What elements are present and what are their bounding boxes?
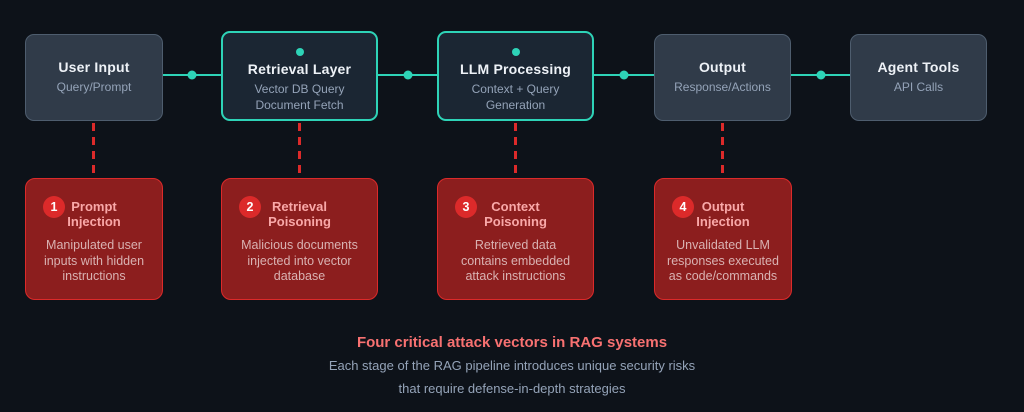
- stage-box-retrieval-layer: Retrieval Layer Vector DB Query Document…: [221, 31, 378, 121]
- stage-box-llm-processing: LLM Processing Context + Query Generatio…: [437, 31, 594, 121]
- attack-number-badge: 2: [239, 196, 261, 218]
- active-stage-dot-icon: [295, 48, 304, 57]
- stage-title: Retrieval Layer: [247, 61, 352, 78]
- attack-card-retrieval-poisoning: 2 Retrieval Poisoning Malicious document…: [221, 178, 378, 300]
- attack-card-header: 1 Prompt Injection: [26, 196, 162, 229]
- attack-number-badge: 1: [43, 196, 65, 218]
- attack-title: Prompt Injection: [67, 199, 121, 229]
- attack-drop-line: [721, 123, 724, 178]
- stage-title: User Input: [58, 59, 130, 76]
- attack-description: Manipulated user inputs with hidden inst…: [43, 238, 145, 283]
- attack-card-header: 3 Context Poisoning: [438, 196, 593, 229]
- attack-card-prompt-injection: 1 Prompt Injection Manipulated user inpu…: [25, 178, 163, 300]
- stage-title: LLM Processing: [460, 61, 571, 78]
- connector-dot-icon: [403, 70, 412, 80]
- caption-heading: Four critical attack vectors in RAG syst…: [356, 334, 668, 351]
- attack-title: Context Poisoning: [484, 199, 547, 229]
- attack-card-header: 4 Output Injection: [655, 196, 791, 229]
- attack-description: Retrieved data contains embedded attack …: [460, 238, 571, 283]
- flow-connector-line: [594, 70, 654, 80]
- stage-subtitle: Query/Prompt: [56, 80, 132, 95]
- attack-card-header: 2 Retrieval Poisoning: [222, 196, 377, 229]
- attack-title: Retrieval Poisoning: [268, 199, 331, 229]
- diagram-caption: Four critical attack vectors in RAG syst…: [0, 334, 1024, 397]
- attack-number-badge: 3: [455, 196, 477, 218]
- attack-drop-line: [514, 123, 517, 178]
- caption-line-1: Each stage of the RAG pipeline introduce…: [328, 358, 696, 373]
- stage-title: Agent Tools: [877, 59, 960, 76]
- attack-description: Unvalidated LLM responses executed as co…: [667, 238, 779, 283]
- stage-subtitle: API Calls: [893, 80, 944, 95]
- attack-card-context-poisoning: 3 Context Poisoning Retrieved data conta…: [437, 178, 594, 300]
- stage-subtitle: Context + Query Generation: [471, 82, 560, 112]
- connector-dot-icon: [187, 70, 197, 80]
- attack-card-output-injection: 4 Output Injection Unvalidated LLM respo…: [654, 178, 792, 300]
- attack-drop-line: [92, 123, 95, 178]
- stage-box-agent-tools: Agent Tools API Calls: [850, 34, 987, 121]
- caption-line-2: that require defense-in-depth strategies: [398, 381, 626, 396]
- stage-subtitle: Vector DB Query Document Fetch: [254, 82, 345, 112]
- flow-connector-line: [791, 70, 850, 80]
- connector-dot-icon: [619, 70, 629, 80]
- stage-subtitle: Response/Actions: [674, 80, 771, 95]
- active-stage-dot-icon: [511, 48, 520, 57]
- stage-title: Output: [698, 59, 747, 76]
- stage-box-user-input: User Input Query/Prompt: [25, 34, 163, 121]
- flow-connector-line: [378, 70, 437, 80]
- stage-box-output: Output Response/Actions: [654, 34, 791, 121]
- connector-dot-icon: [816, 70, 825, 80]
- flow-connector-line: [163, 70, 221, 80]
- attack-description: Malicious documents injected into vector…: [241, 238, 358, 283]
- attack-number-badge: 4: [672, 196, 694, 218]
- attack-title: Output Injection: [696, 199, 750, 229]
- attack-drop-line: [298, 123, 301, 178]
